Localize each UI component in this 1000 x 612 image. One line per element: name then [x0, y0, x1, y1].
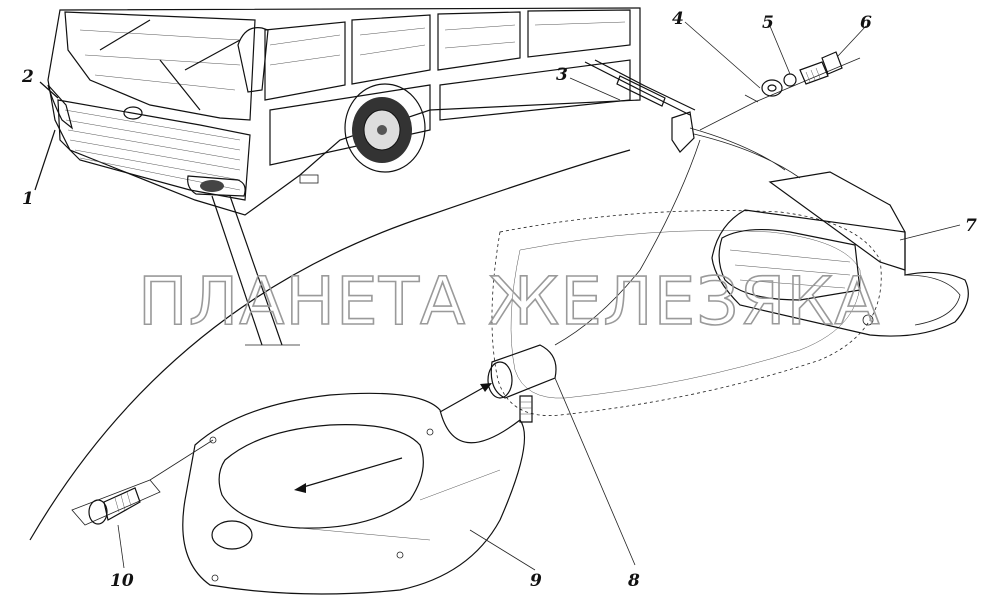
wiper-arms [99, 19, 241, 111]
bus-wheel-arch [344, 83, 426, 173]
part-3-cable-sleeve [616, 75, 666, 107]
frame-mount-hole-1 [209, 436, 217, 444]
bus-wheel-hub [377, 125, 387, 135]
detail-view-leaders [211, 195, 283, 346]
fastener-leader [699, 57, 861, 131]
leader-1 [34, 129, 56, 191]
arrow-into-frame [299, 457, 403, 489]
screw-head [88, 499, 108, 525]
part-9-frame [182, 392, 526, 595]
grille-lines [64, 109, 241, 191]
frame-shading [299, 469, 501, 541]
leader-4 [684, 21, 761, 89]
bus-windshield [64, 11, 256, 121]
switch-threads [520, 401, 532, 415]
callout-2: 2 [21, 67, 34, 87]
screw-callout-box [71, 479, 161, 526]
assembly-arrows [294, 383, 492, 493]
fastener-group-4-5-6 [699, 51, 861, 131]
side-panel [269, 84, 431, 166]
callout-5: 5 [762, 13, 774, 33]
callout-8: 8 [627, 571, 640, 591]
bus-fog-light-lens [200, 180, 224, 192]
part-6-bolt-head [821, 51, 843, 75]
bus-leader-lines [34, 81, 283, 346]
part-5-spring-washer [783, 73, 797, 87]
frame-mount-hole-2 [426, 428, 434, 436]
switch-face [487, 361, 513, 399]
leader-2 [39, 81, 59, 99]
side-window-3 [437, 11, 521, 71]
cable-clamp [671, 111, 695, 153]
part-4-washer [761, 79, 783, 97]
cable-to-switch [554, 139, 701, 346]
cable-upper [584, 61, 691, 116]
arrowhead-2 [294, 483, 306, 493]
lamp-rear-housing [768, 171, 906, 271]
callout-9: 9 [530, 571, 542, 591]
callout-leaders [117, 21, 961, 571]
bolt-threads [805, 67, 821, 83]
callout-1: 1 [22, 189, 34, 209]
callout-3: 3 [556, 65, 568, 85]
frame-mount-hole-3 [396, 551, 404, 559]
frame-mount-hole-4 [211, 574, 219, 582]
lamp-body [711, 209, 969, 337]
bus-fog-light-housing [187, 175, 246, 197]
side-marker [299, 174, 319, 184]
side-window-1 [264, 21, 346, 101]
cable-to-lamp [689, 127, 801, 179]
frame-opening [218, 424, 424, 529]
leader-7 [899, 224, 961, 241]
fastener-bracket [744, 94, 759, 103]
cable-upper-2 [594, 59, 696, 111]
lamp-lens-edge [904, 274, 961, 326]
switch-stem [519, 395, 533, 423]
switch-body [490, 344, 557, 399]
callout-6: 6 [860, 13, 872, 33]
watermark-text: ПЛАНЕТА ЖЕЛЕЗЯКА [138, 263, 880, 340]
window-hatching [269, 21, 626, 66]
arrowhead-1 [480, 383, 492, 392]
part-7-fog-lamp [711, 171, 969, 337]
side-window-2 [351, 14, 431, 85]
mounting-panel-outline [491, 210, 882, 416]
callout-10: 10 [110, 571, 134, 591]
leader-9 [469, 529, 536, 571]
cable-assembly [554, 59, 801, 346]
leader-8 [554, 377, 636, 566]
side-window-4 [527, 9, 631, 58]
leader-6 [837, 25, 867, 57]
arrow-frame-to-switch [439, 384, 489, 413]
side-panel-rear [439, 59, 631, 121]
screw-to-hole-leader [149, 439, 214, 481]
leader-3 [569, 77, 621, 101]
bus-emblem [123, 106, 143, 120]
callout-7: 7 [965, 216, 977, 236]
frame-lower-hole [211, 520, 253, 550]
mounting-panel-inner [510, 230, 861, 399]
part-6-bolt-shank [799, 61, 829, 85]
leader-10 [117, 524, 125, 569]
screw-shank [103, 487, 141, 521]
lamp-lens-ribs [729, 249, 851, 289]
callout-labels: 1 2 3 4 5 6 7 8 9 10 [21, 9, 977, 591]
windshield-hatching [79, 29, 241, 91]
part-10-screw [71, 439, 214, 526]
callout-4: 4 [672, 9, 684, 29]
leader-5 [769, 25, 791, 75]
part-4-washer-hole [767, 84, 777, 92]
bus-body-outline [47, 7, 641, 216]
frame-outer [182, 392, 526, 595]
lamp-lens-dark [718, 228, 861, 301]
side-mirror [237, 27, 269, 93]
lamp-screw-boss [862, 314, 874, 326]
bus-illustration [47, 7, 641, 216]
detail-view-boundary-arc [29, 149, 631, 541]
left-headlight [47, 84, 74, 130]
screw-threads [114, 491, 132, 513]
